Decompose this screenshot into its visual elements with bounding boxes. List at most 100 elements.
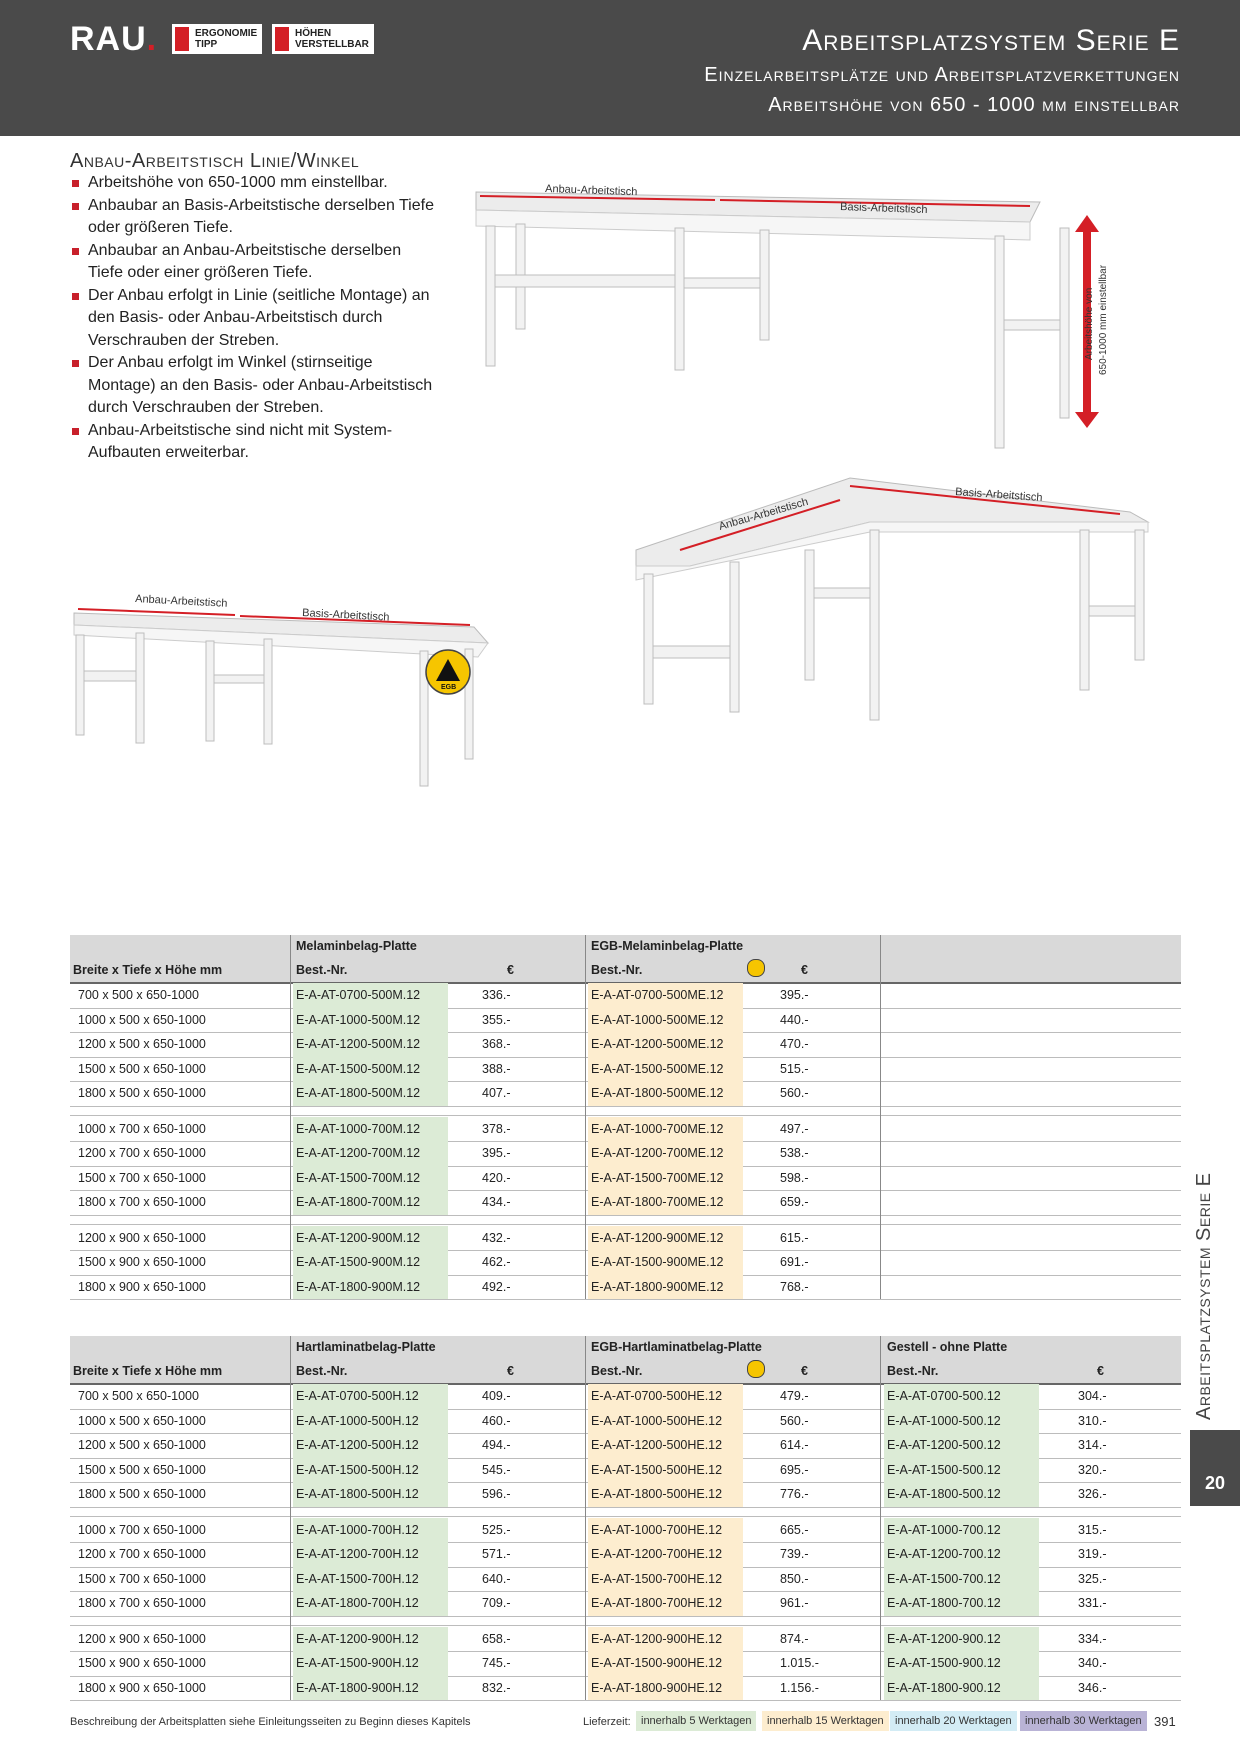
article-number-cell: E-A-AT-1000-700M.12 [293, 1116, 448, 1141]
article-number-cell: E-A-AT-1500-700H.12 [293, 1566, 448, 1591]
feature-item: Anbau-Arbeitstische sind nicht mit Syste… [70, 420, 440, 465]
price-cell: 434.- [482, 1195, 511, 1209]
article-number-cell: E-A-AT-1800-900ME.12 [588, 1274, 743, 1299]
price-cell: 420.- [482, 1170, 511, 1185]
table-corner-illustration: Anbau-Arbeitstisch Basis-Arbeitstisch [635, 477, 1150, 721]
price-cell: 614.- [780, 1438, 809, 1452]
price-cell: 1.156.- [780, 1680, 819, 1695]
dimensions-cell: 1200 x 900 x 650-1000 [78, 1230, 206, 1245]
article-number-cell: E-A-AT-1000-700ME.12 [588, 1116, 743, 1141]
column-euro: € [801, 1364, 808, 1378]
feature-item: Der Anbau erfolgt im Winkel (stirnseitig… [70, 352, 440, 420]
article-number-cell: E-A-AT-1800-900HE.12 [588, 1675, 743, 1700]
column-group-melamin: Melaminbelag-Platte [296, 939, 417, 953]
article-number-cell: E-A-AT-1800-700M.12 [293, 1190, 448, 1215]
column-dimensions: Breite x Tiefe x Höhe mm [73, 1364, 223, 1378]
legend-5-days: innerhalb 5 Werktagen [636, 1711, 757, 1731]
price-cell: 331.- [1078, 1596, 1107, 1610]
price-cell: 346.- [1078, 1680, 1107, 1695]
price-cell: 739.- [780, 1547, 809, 1561]
price-cell: 320.- [1078, 1462, 1107, 1477]
price-cell: 460.- [482, 1413, 511, 1428]
column-euro: € [507, 963, 514, 977]
price-cell: 571.- [482, 1547, 511, 1561]
article-number-cell: E-A-AT-1500-500.12 [884, 1457, 1039, 1482]
dimensions-cell: 1200 x 700 x 650-1000 [78, 1547, 206, 1561]
dimensions-cell: 1800 x 900 x 650-1000 [78, 1680, 206, 1695]
article-number-cell: E-A-AT-1200-500HE.12 [588, 1433, 743, 1458]
dimensions-cell: 1200 x 700 x 650-1000 [78, 1146, 206, 1160]
price-cell: 525.- [482, 1522, 511, 1537]
price-cell: 515.- [780, 1061, 809, 1076]
article-number-cell: E-A-AT-1200-500.12 [884, 1433, 1039, 1458]
price-cell: 665.- [780, 1522, 809, 1537]
column-euro: € [1097, 1364, 1104, 1378]
article-number-cell: E-A-AT-1800-500.12 [884, 1482, 1039, 1507]
article-number-cell: E-A-AT-1200-700ME.12 [588, 1141, 743, 1166]
article-number-cell: E-A-AT-1800-500H.12 [293, 1482, 448, 1507]
price-cell: 325.- [1078, 1571, 1107, 1586]
dimensions-cell: 1200 x 500 x 650-1000 [78, 1438, 206, 1452]
price-cell: 745.- [482, 1656, 511, 1670]
egb-icon-label: EGB [441, 684, 456, 691]
article-number-cell: E-A-AT-1000-500.12 [884, 1408, 1039, 1433]
article-number-cell: E-A-AT-0700-500M.12 [293, 983, 448, 1008]
price-cell: 470.- [780, 1037, 809, 1051]
table-egb-illustration: Anbau-Arbeitstisch Basis-Arbeitstisch EG… [73, 593, 490, 787]
article-number-cell: E-A-AT-0700-500H.12 [293, 1384, 448, 1409]
article-number-cell: E-A-AT-1800-900H.12 [293, 1675, 448, 1700]
dimensions-cell: 1800 x 500 x 650-1000 [78, 1086, 206, 1100]
article-number-cell: E-A-AT-1500-900.12 [884, 1651, 1039, 1676]
table-header: Hartlaminatbelag-Platte EGB-Hartlaminatb… [70, 1336, 1181, 1385]
price-cell: 640.- [482, 1571, 511, 1586]
price-cell: 538.- [780, 1146, 809, 1160]
dimensions-cell: 1200 x 500 x 650-1000 [78, 1037, 206, 1051]
column-group-gestell: Gestell - ohne Platte [887, 1340, 1008, 1354]
anbau-label-egb: Anbau-Arbeitstisch [135, 593, 228, 610]
dimensions-cell: 1800 x 900 x 650-1000 [78, 1279, 206, 1294]
article-number-cell: E-A-AT-1500-900H.12 [293, 1651, 448, 1676]
article-number-cell: E-A-AT-1200-500H.12 [293, 1433, 448, 1458]
feature-item: Der Anbau erfolgt in Linie (seitliche Mo… [70, 285, 440, 353]
ergonomie-icon [175, 27, 189, 51]
table-row: 1200 x 900 x 650-1000 E-A-AT-1200-900M.12… [70, 1225, 1181, 1251]
column-euro: € [507, 1364, 514, 1378]
price-cell: 560.- [780, 1086, 809, 1100]
price-cell: 776.- [780, 1487, 809, 1501]
price-cell: 315.- [1078, 1522, 1107, 1537]
article-number-cell: E-A-AT-1000-700.12 [884, 1517, 1039, 1542]
dimensions-cell: 1800 x 700 x 650-1000 [78, 1195, 206, 1209]
article-number-cell: E-A-AT-1500-500M.12 [293, 1056, 448, 1081]
price-cell: 407.- [482, 1086, 511, 1100]
article-number-cell: E-A-AT-1200-900HE.12 [588, 1626, 743, 1651]
article-number-cell: E-A-AT-1500-900HE.12 [588, 1651, 743, 1676]
dimensions-cell: 1500 x 700 x 650-1000 [78, 1571, 206, 1586]
price-cell: 304.- [1078, 1389, 1107, 1403]
dimensions-cell: 1800 x 500 x 650-1000 [78, 1487, 206, 1501]
article-number-cell: E-A-AT-1200-900M.12 [293, 1225, 448, 1250]
price-cell: 659.- [780, 1195, 809, 1209]
height-label-2: 650-1000 mm einstellbar [1098, 264, 1109, 375]
price-cell: 368.- [482, 1037, 511, 1051]
price-cell: 395.- [482, 1146, 511, 1160]
price-cell: 1.015.- [780, 1656, 819, 1670]
group-separator [70, 1616, 1181, 1626]
price-cell: 319.- [1078, 1547, 1107, 1561]
article-number-cell: E-A-AT-1500-900ME.12 [588, 1250, 743, 1275]
article-number-cell: E-A-AT-1200-700HE.12 [588, 1542, 743, 1567]
section-title: Anbau-Arbeitstisch Linie/Winkel [70, 150, 360, 172]
column-divider [880, 935, 881, 1299]
article-number-cell: E-A-AT-1200-700H.12 [293, 1542, 448, 1567]
height-adjust-icon [275, 27, 289, 51]
dimensions-cell: 1200 x 900 x 650-1000 [78, 1631, 206, 1646]
price-cell: 409.- [482, 1389, 511, 1403]
article-number-cell: E-A-AT-1200-700.12 [884, 1542, 1039, 1567]
